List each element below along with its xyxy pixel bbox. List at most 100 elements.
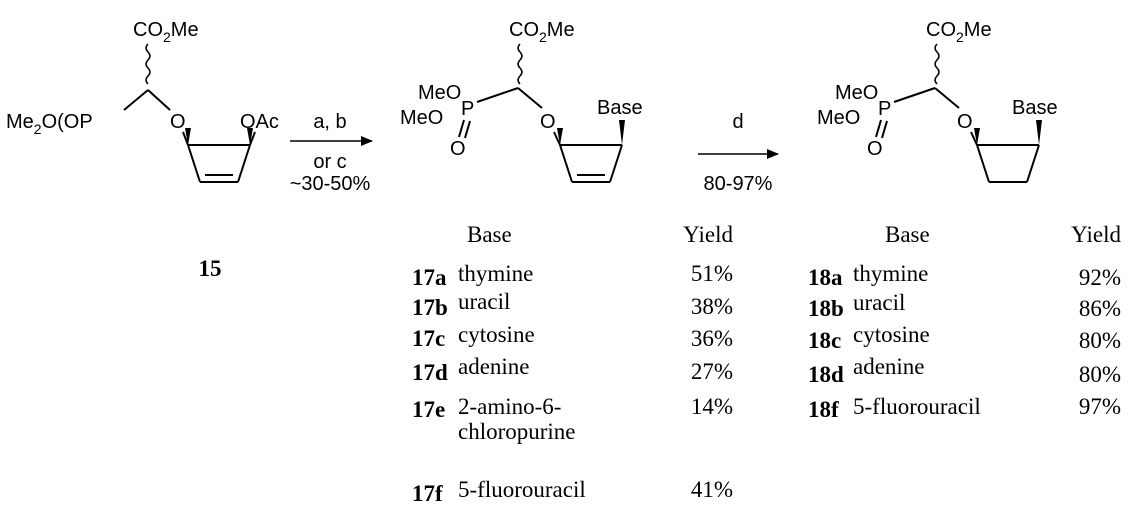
base-name-continued: chloropurine [458, 419, 576, 444]
arrow1-conditions-below: or c [313, 151, 346, 173]
base-name: 5-fluorouracil [853, 394, 981, 419]
bond [934, 87, 960, 109]
table-row: 18c cytosine 80% [808, 322, 1121, 353]
yield-value: 14% [691, 394, 733, 419]
arrow2-conditions-above: d [732, 111, 743, 133]
base-name: 2-amino-6- [458, 394, 561, 419]
compound-id: 17d [412, 360, 448, 385]
base-name: adenine [853, 354, 925, 379]
wavy-bond [145, 43, 151, 85]
wedge-bond [619, 120, 625, 145]
compound-id: 17a [412, 265, 447, 290]
oxo-label: O [450, 138, 466, 160]
double-bond [881, 120, 888, 139]
phosphorus-label: P [878, 98, 891, 120]
base-label: Base [1012, 97, 1058, 119]
compound-15-label: 15 [199, 256, 222, 281]
table-row: 18f 5-fluorouracil 97% [808, 394, 1121, 422]
wedge-bond [974, 128, 980, 145]
table-row: 17a thymine 51% [412, 261, 733, 290]
yield-value: 86% [1079, 296, 1121, 321]
base-name: 5-fluorouracil [458, 477, 586, 502]
oxo-label: O [867, 138, 883, 160]
table-row: 17e 2-amino-6- chloropurine 14% [412, 394, 733, 444]
table-row: 17c cytosine 36% [412, 322, 733, 351]
table-row: 18d adenine 80% [808, 354, 1121, 387]
wedge-bond [1036, 120, 1042, 145]
table-row: 18a thymine 92% [808, 261, 1121, 290]
methoxy-top-label: MeO [418, 82, 461, 104]
ring-oxygen-label: O [540, 111, 556, 133]
table-row: 17b uracil 38% [412, 289, 733, 320]
yield-value: 80% [1079, 362, 1121, 387]
table-row: 17d adenine 27% [412, 354, 733, 385]
bond [123, 89, 149, 111]
wedge-bond [247, 128, 253, 145]
compound-id: 18d [808, 362, 844, 387]
ring-bond [237, 144, 251, 183]
phosphonate-label: Me2O(OP [6, 111, 93, 137]
ring-oxygen-label: O [957, 111, 973, 133]
yield-table-17: Base Yield 17a thymine 51% 17b uracil 38… [412, 222, 733, 506]
yield-value: 41% [691, 477, 733, 502]
compound-id: 17c [412, 326, 445, 351]
wedge-bond [185, 128, 191, 145]
arrow1-conditions-above: a, b [313, 111, 346, 133]
double-bond [458, 119, 465, 138]
base-name: thymine [458, 261, 533, 286]
compound-id: 18a [808, 265, 843, 290]
ring-bond [609, 144, 623, 183]
yield-value: 80% [1079, 328, 1121, 353]
compound-17-structure: CO2Me MeO MeO P O O Base [400, 19, 643, 183]
base-name: uracil [458, 289, 510, 314]
phosphorus-label: P [461, 98, 474, 120]
bond [476, 87, 519, 103]
yield-value: 38% [691, 294, 733, 319]
bond [147, 89, 171, 111]
wavy-bond [934, 43, 940, 85]
arrow1-yield-range: ~30-50% [290, 173, 371, 195]
compound-id: 18f [808, 397, 839, 422]
yield-value: 97% [1079, 394, 1121, 419]
base-name: uracil [853, 290, 905, 315]
table-header-base: Base [467, 222, 512, 247]
compound-15-structure: CO2Me Me2O(OP O OAc [6, 19, 279, 183]
ring-bond [559, 144, 573, 183]
base-label: Base [597, 97, 643, 119]
ring-bond [1026, 144, 1040, 183]
bond [517, 87, 543, 109]
compound-18-structure: CO2Me MeO MeO P O O Base [817, 19, 1058, 183]
bond [970, 131, 978, 146]
ring-bond [187, 144, 201, 183]
ester-label: CO2Me [133, 19, 199, 45]
table-header-base: Base [885, 222, 930, 247]
methoxy-top-label: MeO [835, 82, 878, 104]
bond [182, 131, 189, 146]
bond [553, 131, 561, 146]
wavy-bond [517, 43, 523, 85]
table-row: 17f 5-fluorouracil 41% [412, 477, 733, 506]
ring-oxygen-label: O [170, 111, 186, 133]
table-row: 18b uracil 86% [808, 290, 1121, 321]
compound-id: 17b [412, 295, 448, 320]
compound-id: 18c [808, 328, 841, 353]
base-name: cytosine [458, 322, 535, 347]
bond [893, 87, 936, 103]
ring-bond [976, 144, 990, 183]
compound-id: 18b [808, 296, 844, 321]
methoxy-bottom-label: MeO [817, 107, 860, 129]
yield-value: 27% [691, 359, 733, 384]
yield-value: 92% [1079, 265, 1121, 290]
ester-label: CO2Me [926, 19, 992, 45]
yield-value: 36% [691, 326, 733, 351]
methoxy-bottom-label: MeO [400, 107, 443, 129]
compound-id: 17e [412, 397, 445, 422]
table-header-yield: Yield [1071, 222, 1121, 247]
yield-table-18: Base Yield 18a thymine 92% 18b uracil 86… [808, 222, 1121, 422]
wedge-bond [557, 128, 563, 145]
double-bond [875, 119, 882, 138]
base-name: cytosine [853, 322, 930, 347]
double-bond [464, 120, 471, 139]
table-header-yield: Yield [683, 222, 733, 247]
acetate-label: OAc [240, 111, 279, 133]
